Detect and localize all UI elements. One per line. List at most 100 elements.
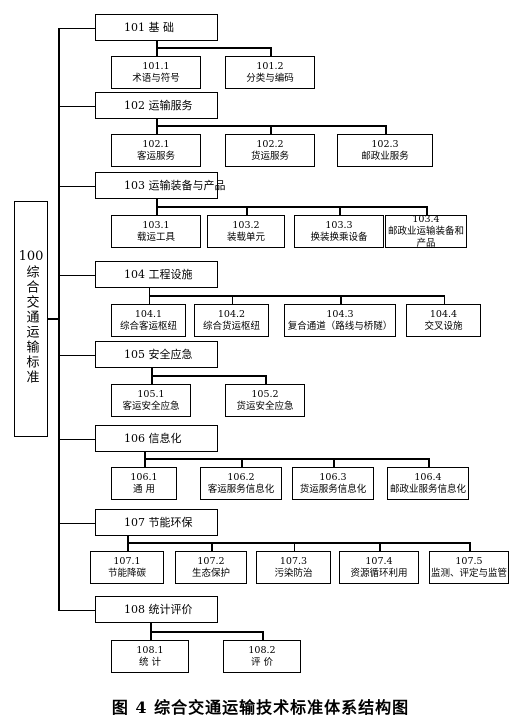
- category-connector-line: [58, 522, 95, 524]
- child-bus-line: [144, 458, 428, 460]
- child-name: 统 计: [138, 656, 162, 668]
- category-stem-line: [156, 199, 158, 206]
- category-connector-line: [58, 438, 95, 440]
- child-name: 邮政业服务信息化: [389, 483, 466, 495]
- child-drop-line: [379, 542, 381, 551]
- child-bus-line: [156, 47, 270, 49]
- child-code: 107.3: [279, 555, 308, 567]
- child-drop-line: [262, 631, 264, 640]
- child-drop-line: [270, 47, 272, 56]
- child-drop-line: [339, 206, 341, 215]
- child-drop-line: [246, 206, 248, 215]
- category-label: 101 基 础: [124, 20, 174, 34]
- child-code: 104.1: [134, 308, 163, 320]
- main-spine-line: [58, 27, 60, 610]
- child-drop-line: [426, 206, 428, 215]
- child-bus-line: [127, 542, 469, 544]
- child-name: 货运安全应急: [236, 400, 294, 412]
- category-box-102: 102 运输服务: [95, 92, 218, 119]
- child-code: 106.4: [414, 471, 442, 483]
- category-stem-line: [144, 452, 146, 458]
- child-drop-line: [340, 295, 342, 304]
- root-title: 综合交通运输标准: [23, 265, 39, 385]
- child-name: 节能降碳: [107, 567, 146, 579]
- category-box-108: 108 统计评价: [95, 596, 218, 623]
- child-drop-line: [231, 295, 233, 304]
- child-code: 101.1: [142, 60, 170, 72]
- category-connector-line: [58, 354, 95, 356]
- category-connector-line: [58, 609, 95, 611]
- child-name: 术语与符号: [132, 72, 180, 84]
- child-name: 载运工具: [136, 231, 175, 243]
- child-name: 装载单元: [226, 231, 265, 243]
- category-stem-line: [151, 368, 153, 375]
- child-drop-line: [469, 542, 471, 551]
- child-name: 邮政业服务: [361, 150, 409, 162]
- category-label: 102 运输服务: [124, 98, 193, 112]
- root-box: 100 综合交通运输标准: [14, 201, 48, 437]
- child-drop-line: [428, 458, 430, 467]
- child-code: 107.4: [365, 555, 393, 567]
- child-code: 103.4: [412, 213, 440, 225]
- child-name: 交叉设施: [424, 320, 463, 332]
- child-name: 资源循环利用: [350, 567, 408, 579]
- child-code: 106.2: [227, 471, 255, 483]
- child-code: 107.5: [455, 555, 483, 567]
- child-name: 换装换乘设备: [310, 231, 368, 243]
- child-name: 污染防治: [274, 567, 313, 579]
- child-code: 106.1: [130, 471, 158, 483]
- child-name: 客运服务: [136, 150, 175, 162]
- category-label: 107 节能环保: [124, 515, 193, 529]
- child-name: 监测、评定与监管: [430, 567, 507, 579]
- child-code: 103.3: [325, 219, 353, 231]
- category-label: 105 安全应急: [124, 347, 193, 361]
- child-drop-line: [270, 125, 272, 134]
- category-stem-line: [127, 536, 129, 542]
- child-drop-line: [443, 295, 445, 304]
- category-box-107: 107 节能环保: [95, 509, 218, 536]
- child-drop-line: [293, 542, 295, 551]
- child-drop-line: [265, 375, 267, 384]
- child-code: 106.3: [319, 471, 347, 483]
- child-drop-line: [148, 295, 150, 304]
- child-code: 107.2: [197, 555, 225, 567]
- child-name: 通 用: [132, 483, 156, 495]
- root-code: 100: [18, 249, 44, 264]
- category-box-101: 101 基 础: [95, 14, 218, 41]
- child-bus-line: [156, 206, 426, 208]
- child-drop-line: [385, 125, 387, 134]
- child-code: 104.4: [429, 308, 458, 320]
- child-code: 102.3: [371, 138, 399, 150]
- child-name: 复合通道（路线与桥隧）: [287, 320, 393, 332]
- child-code: 102.2: [256, 138, 284, 150]
- child-name: 货运服务: [250, 150, 289, 162]
- child-name: 货运服务信息化: [299, 483, 367, 495]
- category-box-106: 106 信息化: [95, 425, 218, 452]
- child-code: 103.2: [232, 219, 260, 231]
- child-drop-line: [211, 542, 213, 551]
- child-drop-line: [127, 542, 129, 551]
- child-drop-line: [151, 375, 153, 384]
- child-code: 105.2: [251, 388, 279, 400]
